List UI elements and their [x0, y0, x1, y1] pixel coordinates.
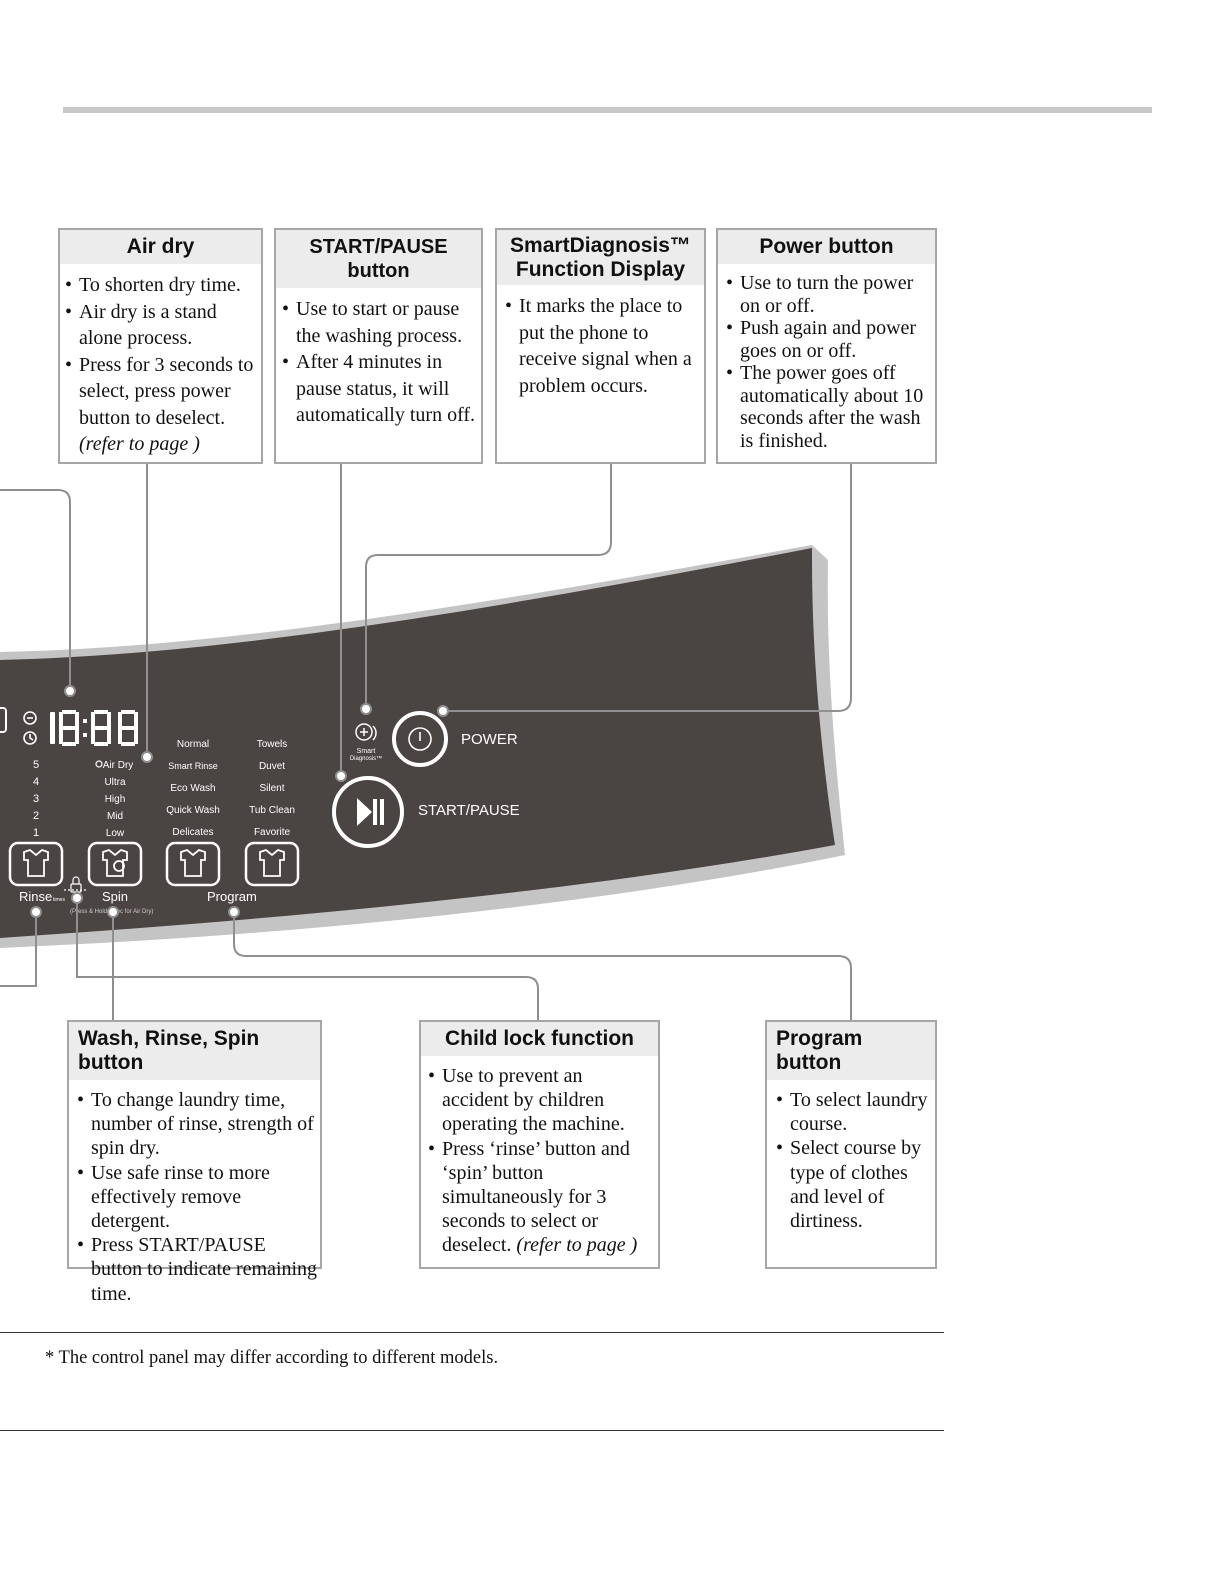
callout-title: Wash, Rinse, Spin button	[69, 1022, 320, 1080]
smart-diagnosis-icon	[355, 723, 377, 741]
fan-icon	[95, 760, 103, 768]
leader-rinse	[0, 912, 37, 987]
footnote-rule-bottom	[0, 1430, 944, 1431]
shirt-icon	[102, 848, 128, 877]
callout-item: The power goes off automatically about 1…	[726, 362, 931, 452]
leader-dots	[30, 685, 449, 918]
panel-buttons	[8, 841, 300, 887]
pause-bar	[373, 799, 377, 825]
program-option: Silent	[259, 783, 284, 794]
callout-wash-rinse-spin: Wash, Rinse, Spin button To change laund…	[67, 1020, 322, 1305]
callout-power: Power button Use to turn the power on or…	[716, 228, 937, 464]
page-reference: (refer to page )	[79, 433, 200, 455]
shirt-icon	[180, 848, 206, 877]
spin-level: Low	[106, 828, 125, 839]
start-pause-label: START/PAUSE	[418, 802, 520, 819]
child-lock-icon	[64, 876, 88, 893]
callout-item: It marks the place to put the phone to r…	[505, 293, 696, 399]
wash-button	[8, 841, 64, 887]
callout-item: To select laundry course.	[776, 1088, 931, 1136]
diagnosis-label: Diagnosis™	[350, 755, 382, 762]
rinse-spin-button	[87, 841, 143, 887]
program-option: Quick Wash	[166, 805, 220, 816]
callout-child-lock: Child lock function Use to prevent an ac…	[419, 1020, 660, 1269]
callout-start-pause: START/PAUSE button Use to start or pause…	[274, 228, 483, 464]
digit-8-b	[91, 710, 111, 746]
program-option: Normal	[177, 739, 209, 750]
footnote: * The control panel may differ according…	[45, 1348, 499, 1368]
callout-item: Press for 3 seconds to select, press pow…	[65, 352, 257, 432]
rinse-level: 3	[33, 793, 39, 805]
callout-title: Power button	[718, 230, 935, 264]
spin-label: Spin	[102, 889, 128, 904]
callout-smart-diagnosis: SmartDiagnosis™ Function Display It mark…	[495, 228, 706, 464]
shirt-icon	[23, 848, 49, 877]
digit-8-c	[118, 710, 138, 746]
callout-item: After 4 minutes in pause status, it will…	[282, 349, 477, 429]
program-option: Smart Rinse	[168, 761, 218, 771]
callout-title: SmartDiagnosis™	[510, 234, 691, 257]
program-option: Favorite	[254, 827, 291, 838]
page-reference: (refer to page )	[516, 1234, 638, 1257]
callout-title: Program button	[767, 1022, 935, 1080]
rinse-sub-label: times	[53, 897, 65, 903]
callout-air-dry: Air dry To shorten dry time. Air dry is …	[58, 228, 263, 464]
power-icon	[408, 727, 432, 751]
partial-icon	[0, 707, 7, 733]
rinse-level: 5	[33, 759, 39, 771]
leader-power	[443, 463, 852, 712]
play-icon	[357, 798, 372, 826]
spin-level: Mid	[107, 811, 123, 822]
callout-program: Program button To select laundry course.…	[765, 1020, 937, 1269]
swirl-icon	[113, 860, 125, 872]
digit-8-a	[59, 710, 79, 746]
callout-item: Air dry is a stand alone process.	[65, 299, 257, 352]
program-label: Program	[207, 889, 257, 904]
callout-item: To shorten dry time.	[65, 272, 257, 299]
callout-item: Press START/PAUSE button to indicate rem…	[77, 1233, 318, 1306]
callout-item: Use to start or pause the washing proces…	[282, 296, 477, 349]
callout-item: Press ‘rinse’ button and ‘spin’ button s…	[442, 1137, 630, 1257]
program-option: Delicates	[172, 827, 213, 838]
callout-item: Select course by type of clothes and lev…	[776, 1136, 931, 1233]
leader-lines	[0, 463, 852, 1021]
digital-display	[50, 710, 138, 746]
rinse-level: 1	[33, 827, 39, 839]
callout-title: START/PAUSE button	[276, 230, 481, 288]
callout-item: Use to turn the power on or off.	[726, 272, 931, 317]
callout-item: Push again and power goes on or off.	[726, 317, 931, 362]
program-option: Tub Clean	[249, 805, 295, 816]
rinse-label: Rinse	[19, 889, 52, 904]
callout-item: To change laundry time, number of rinse,…	[77, 1088, 318, 1161]
status-icons	[23, 711, 37, 745]
callout-item: Use to prevent an accident by children o…	[428, 1064, 654, 1137]
program-option: Eco Wash	[170, 783, 215, 794]
program-option: Towels	[257, 739, 288, 750]
leader-program	[233, 912, 852, 1021]
pause-bar	[380, 799, 384, 825]
shirt-icon	[259, 848, 285, 877]
leader-display	[0, 489, 71, 691]
spin-level: Ultra	[104, 777, 126, 788]
callout-title: Child lock function	[421, 1022, 658, 1056]
rinse-level: 2	[33, 810, 39, 822]
shirt-icons	[23, 848, 285, 877]
program-option: Duvet	[259, 761, 285, 772]
callout-title: Air dry	[60, 230, 261, 264]
footnote-rule-top	[0, 1332, 944, 1333]
leader-child-lock	[76, 898, 539, 1021]
rinse-level: 4	[33, 776, 39, 788]
callout-title: Function Display	[515, 258, 686, 281]
spin-level: Air Dry	[103, 760, 134, 771]
power-label: POWER	[461, 731, 518, 748]
top-rule	[63, 107, 1152, 113]
program-button-1	[165, 841, 221, 887]
leader-smart-diagnosis	[365, 463, 612, 709]
smart-label: Smart	[357, 748, 376, 755]
spin-level: High	[105, 794, 126, 805]
program-button-2	[244, 841, 300, 887]
callout-item: Use safe rinse to more effectively remov…	[77, 1161, 318, 1234]
